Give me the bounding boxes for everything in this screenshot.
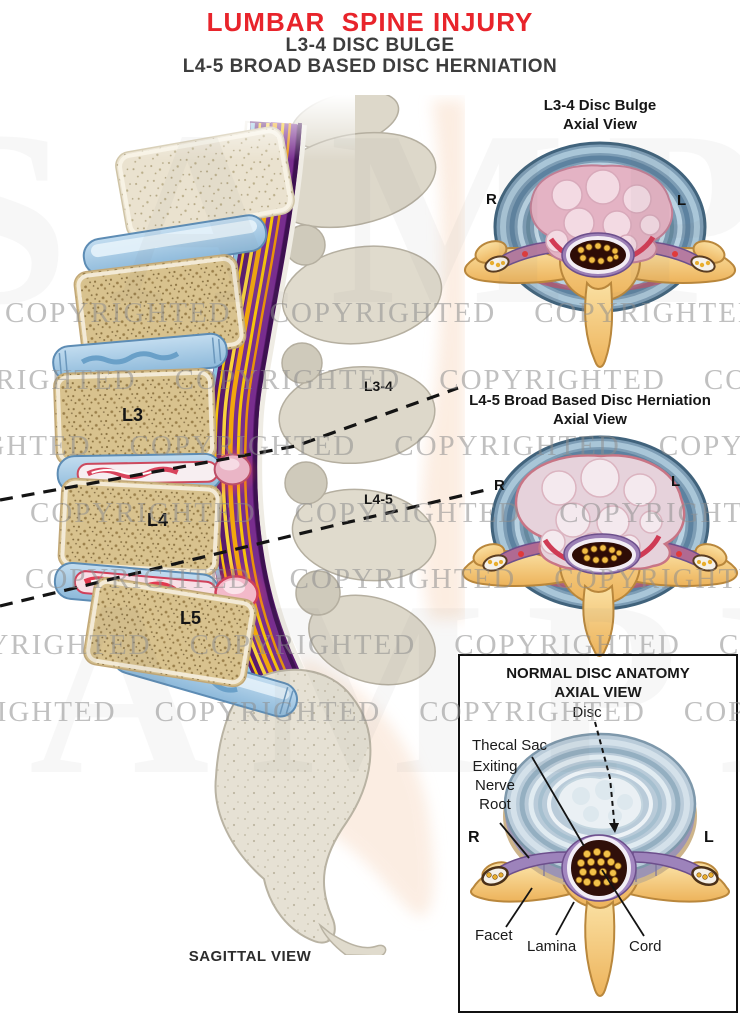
sagittal-spine-illustration <box>52 95 465 955</box>
label-exiting-nerve-root: Exiting Nerve Root <box>472 758 518 813</box>
normal-box-subtitle: AXIAL VIEW <box>554 684 642 701</box>
axial2-thecal-sac <box>563 533 641 575</box>
label-disc: Disc <box>572 704 602 721</box>
normal-disc-anatomy-box <box>458 654 738 1013</box>
axial2-right-marker: R <box>494 477 505 494</box>
normal-right-marker: R <box>468 829 480 846</box>
axial1-title: L3-4 Disc Bulge <box>543 97 657 114</box>
normal-box-header: NORMAL DISC ANATOMY AXIAL VIEW <box>458 664 738 702</box>
axial2-left-marker: L <box>671 473 681 490</box>
axial1-header: L3-4 Disc Bulge Axial View <box>455 96 740 134</box>
axial1-thecal-sac <box>561 232 635 278</box>
axial1-right-marker: R <box>486 191 497 208</box>
normal-nerve-roots <box>481 851 719 886</box>
axial2-subtitle: Axial View <box>553 411 627 428</box>
vertebra-label-l4: L4 <box>147 510 169 530</box>
label-cord: Cord <box>629 938 662 955</box>
level-pointer-l4-5: L4-5 <box>364 491 393 507</box>
axial1-illustration <box>464 141 736 368</box>
normal-box-title: NORMAL DISC ANATOMY <box>506 665 690 682</box>
label-lamina: Lamina <box>527 938 577 955</box>
page-subtitle-2: L4-5 BROAD BASED DISC HERNIATION <box>182 56 558 77</box>
label-facet: Facet <box>475 927 513 944</box>
top-fade <box>95 95 355 161</box>
vertebra-l4 <box>57 477 223 577</box>
axial1-left-marker: L <box>677 192 687 209</box>
axial1-subtitle: Axial View <box>563 116 637 133</box>
vertebra-label-l5: L5 <box>180 608 202 628</box>
level-pointer-l3-4: L3-4 <box>364 378 393 394</box>
axial2-illustration <box>462 435 738 657</box>
normal-thecal-sac <box>561 834 637 902</box>
sacrum <box>214 668 387 955</box>
axial2-header: L4-5 Broad Based Disc Herniation Axial V… <box>440 391 740 429</box>
page-title: LUMBAR SPINE INJURY <box>206 7 534 37</box>
label-thecal-sac: Thecal Sac <box>472 737 548 754</box>
page-subtitle-1: L3-4 DISC BULGE <box>285 35 455 56</box>
vertebra-label-l3: L3 <box>122 405 144 425</box>
sagittal-caption: SAGITTAL VIEW <box>188 948 312 965</box>
normal-left-marker: L <box>704 829 714 846</box>
axial2-title: L4-5 Broad Based Disc Herniation <box>469 392 711 409</box>
